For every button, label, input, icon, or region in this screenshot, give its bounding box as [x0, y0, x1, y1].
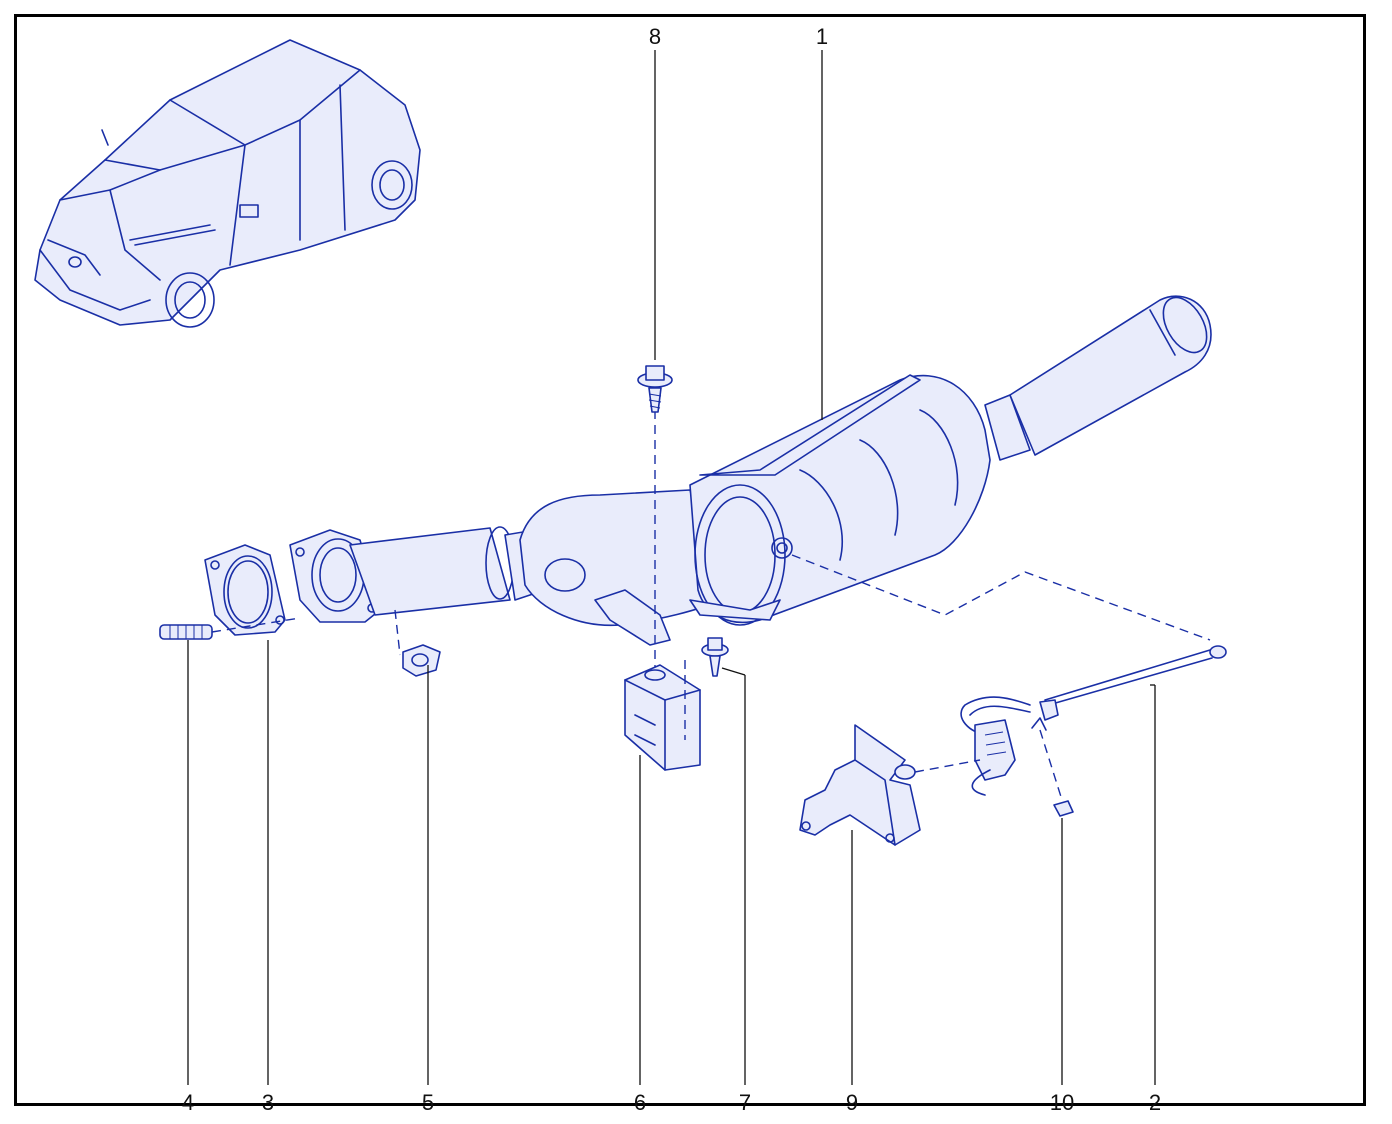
callout-4: 4 — [182, 1090, 194, 1115]
callout-5: 5 — [422, 1090, 434, 1115]
callout-8: 8 — [649, 24, 661, 49]
mount-part-6 — [624, 660, 701, 771]
leader-lines — [187, 50, 1156, 1085]
bolt-part-8 — [637, 365, 673, 413]
gasket-part-3 — [204, 544, 286, 636]
inlet-pipe — [289, 526, 546, 623]
clip-part-10 — [1031, 717, 1074, 817]
callout-10: 10 — [1050, 1090, 1074, 1115]
pipe-bracket — [594, 410, 671, 670]
sensor-part-2 — [791, 554, 1227, 796]
car-illustration — [34, 39, 421, 328]
bracket-part-9 — [799, 724, 981, 846]
callout-3: 3 — [262, 1090, 274, 1115]
callout-9: 9 — [846, 1090, 858, 1115]
callout-2: 2 — [1149, 1090, 1161, 1115]
diagram-frame — [14, 14, 1366, 1106]
nut-part-5 — [394, 609, 441, 677]
stud-part-4 — [159, 617, 301, 640]
bolt-part-7 — [701, 637, 729, 677]
callout-7: 7 — [739, 1090, 751, 1115]
callout-labels: 1 8 4 3 5 6 7 9 10 2 — [182, 24, 1161, 1115]
callout-6: 6 — [634, 1090, 646, 1115]
particulate-filter-part-1 — [519, 295, 1212, 627]
callout-1: 1 — [816, 24, 828, 49]
